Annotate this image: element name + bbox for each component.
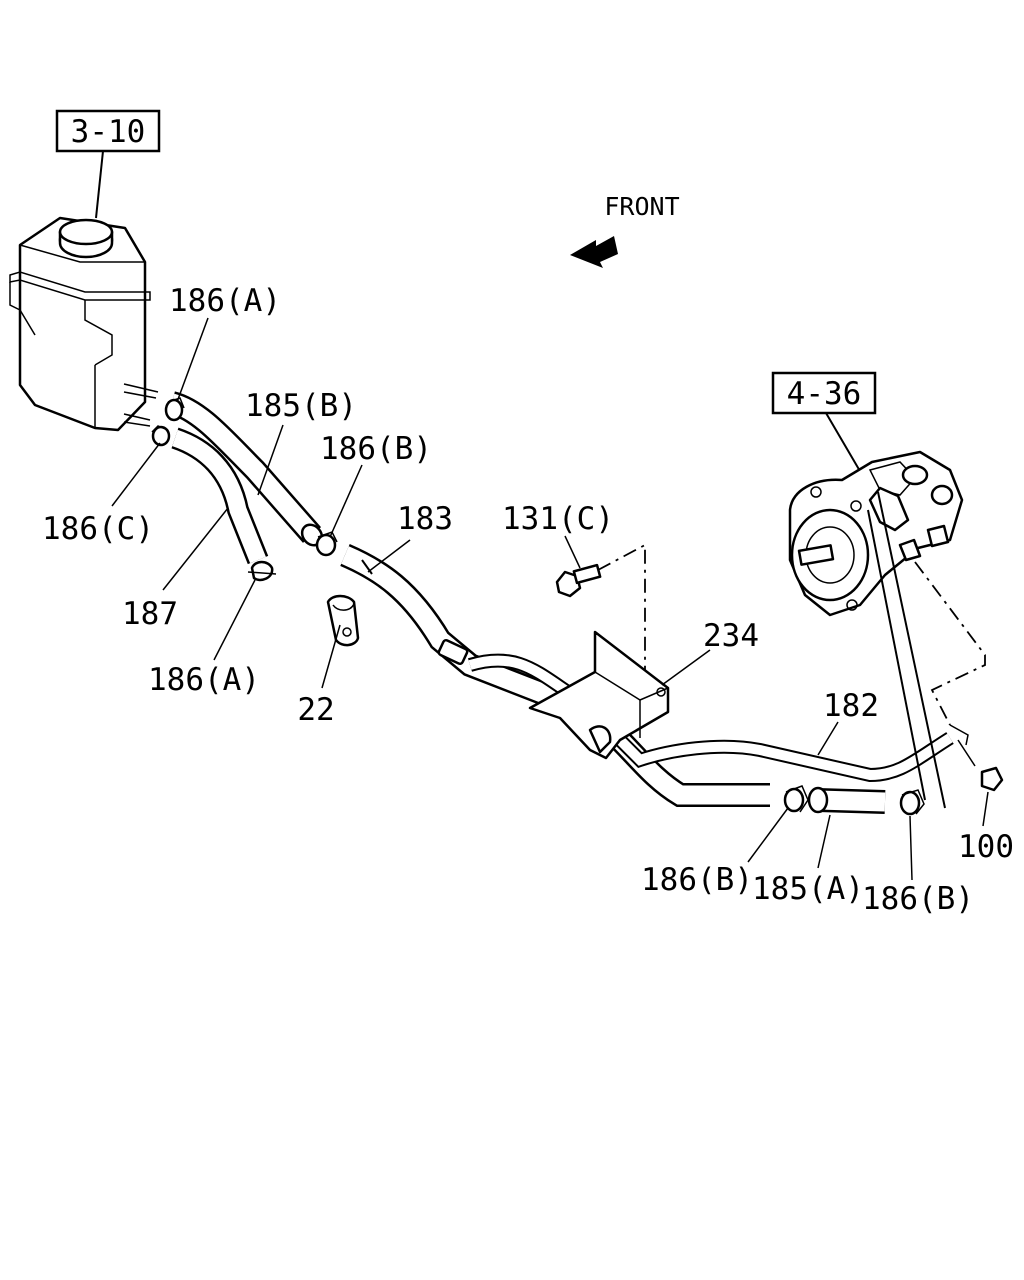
callout-186a-bottom: 186(A)	[148, 662, 260, 698]
leader-line	[877, 491, 946, 809]
clamp-186b-left	[783, 785, 809, 813]
leader-line	[95, 150, 104, 219]
dash-line-pump	[914, 561, 986, 726]
nut-100	[957, 739, 1004, 792]
callout-234: 234	[703, 618, 759, 654]
dash-line-131c	[597, 543, 646, 670]
clamp-186a-bottom	[247, 560, 277, 582]
callout-185a: 185(A)	[752, 871, 864, 907]
hose-185a	[807, 786, 886, 814]
pipe-end-fitting	[949, 724, 969, 746]
front-direction-label: FRONT	[604, 192, 679, 221]
reference-label-4-36: 4-36	[787, 376, 862, 412]
clamp-186b-right	[899, 789, 925, 816]
callout-186a-top: 186(A)	[169, 283, 281, 319]
callout-186b-mid: 186(B)	[320, 431, 432, 467]
hose-187	[171, 427, 269, 565]
front-arrow-icon	[570, 236, 618, 268]
callout-186c: 186(C)	[42, 511, 154, 547]
reference-box-4-36[interactable]: 4-36	[771, 371, 877, 415]
callout-182: 182	[823, 688, 879, 724]
pipe-fitting	[437, 638, 469, 666]
reservoir-tank	[9, 216, 159, 432]
clamp-186a-top	[164, 397, 185, 422]
callout-187: 187	[122, 596, 178, 632]
callout-100: 100	[958, 829, 1014, 865]
clip-22	[326, 594, 360, 647]
leader-line	[825, 412, 865, 479]
reference-label-3-10: 3-10	[71, 114, 146, 150]
clamp-186b-mid	[315, 531, 338, 557]
leader-line	[867, 509, 926, 801]
clamp-186c	[151, 425, 171, 447]
reference-box-3-10[interactable]: 3-10	[55, 109, 161, 153]
bolt-131c	[555, 563, 602, 598]
callout-186b-left: 186(B)	[641, 862, 753, 898]
callout-185b: 185(B)	[245, 388, 357, 424]
pipe-182	[467, 653, 954, 783]
bracket-234	[528, 630, 670, 760]
pipe-183	[340, 543, 770, 807]
callout-183: 183	[397, 501, 453, 537]
callout-leaders	[111, 317, 989, 881]
callout-131c: 131(C)	[502, 501, 614, 537]
callout-186b-right: 186(B)	[862, 881, 974, 917]
callout-22: 22	[297, 692, 334, 728]
